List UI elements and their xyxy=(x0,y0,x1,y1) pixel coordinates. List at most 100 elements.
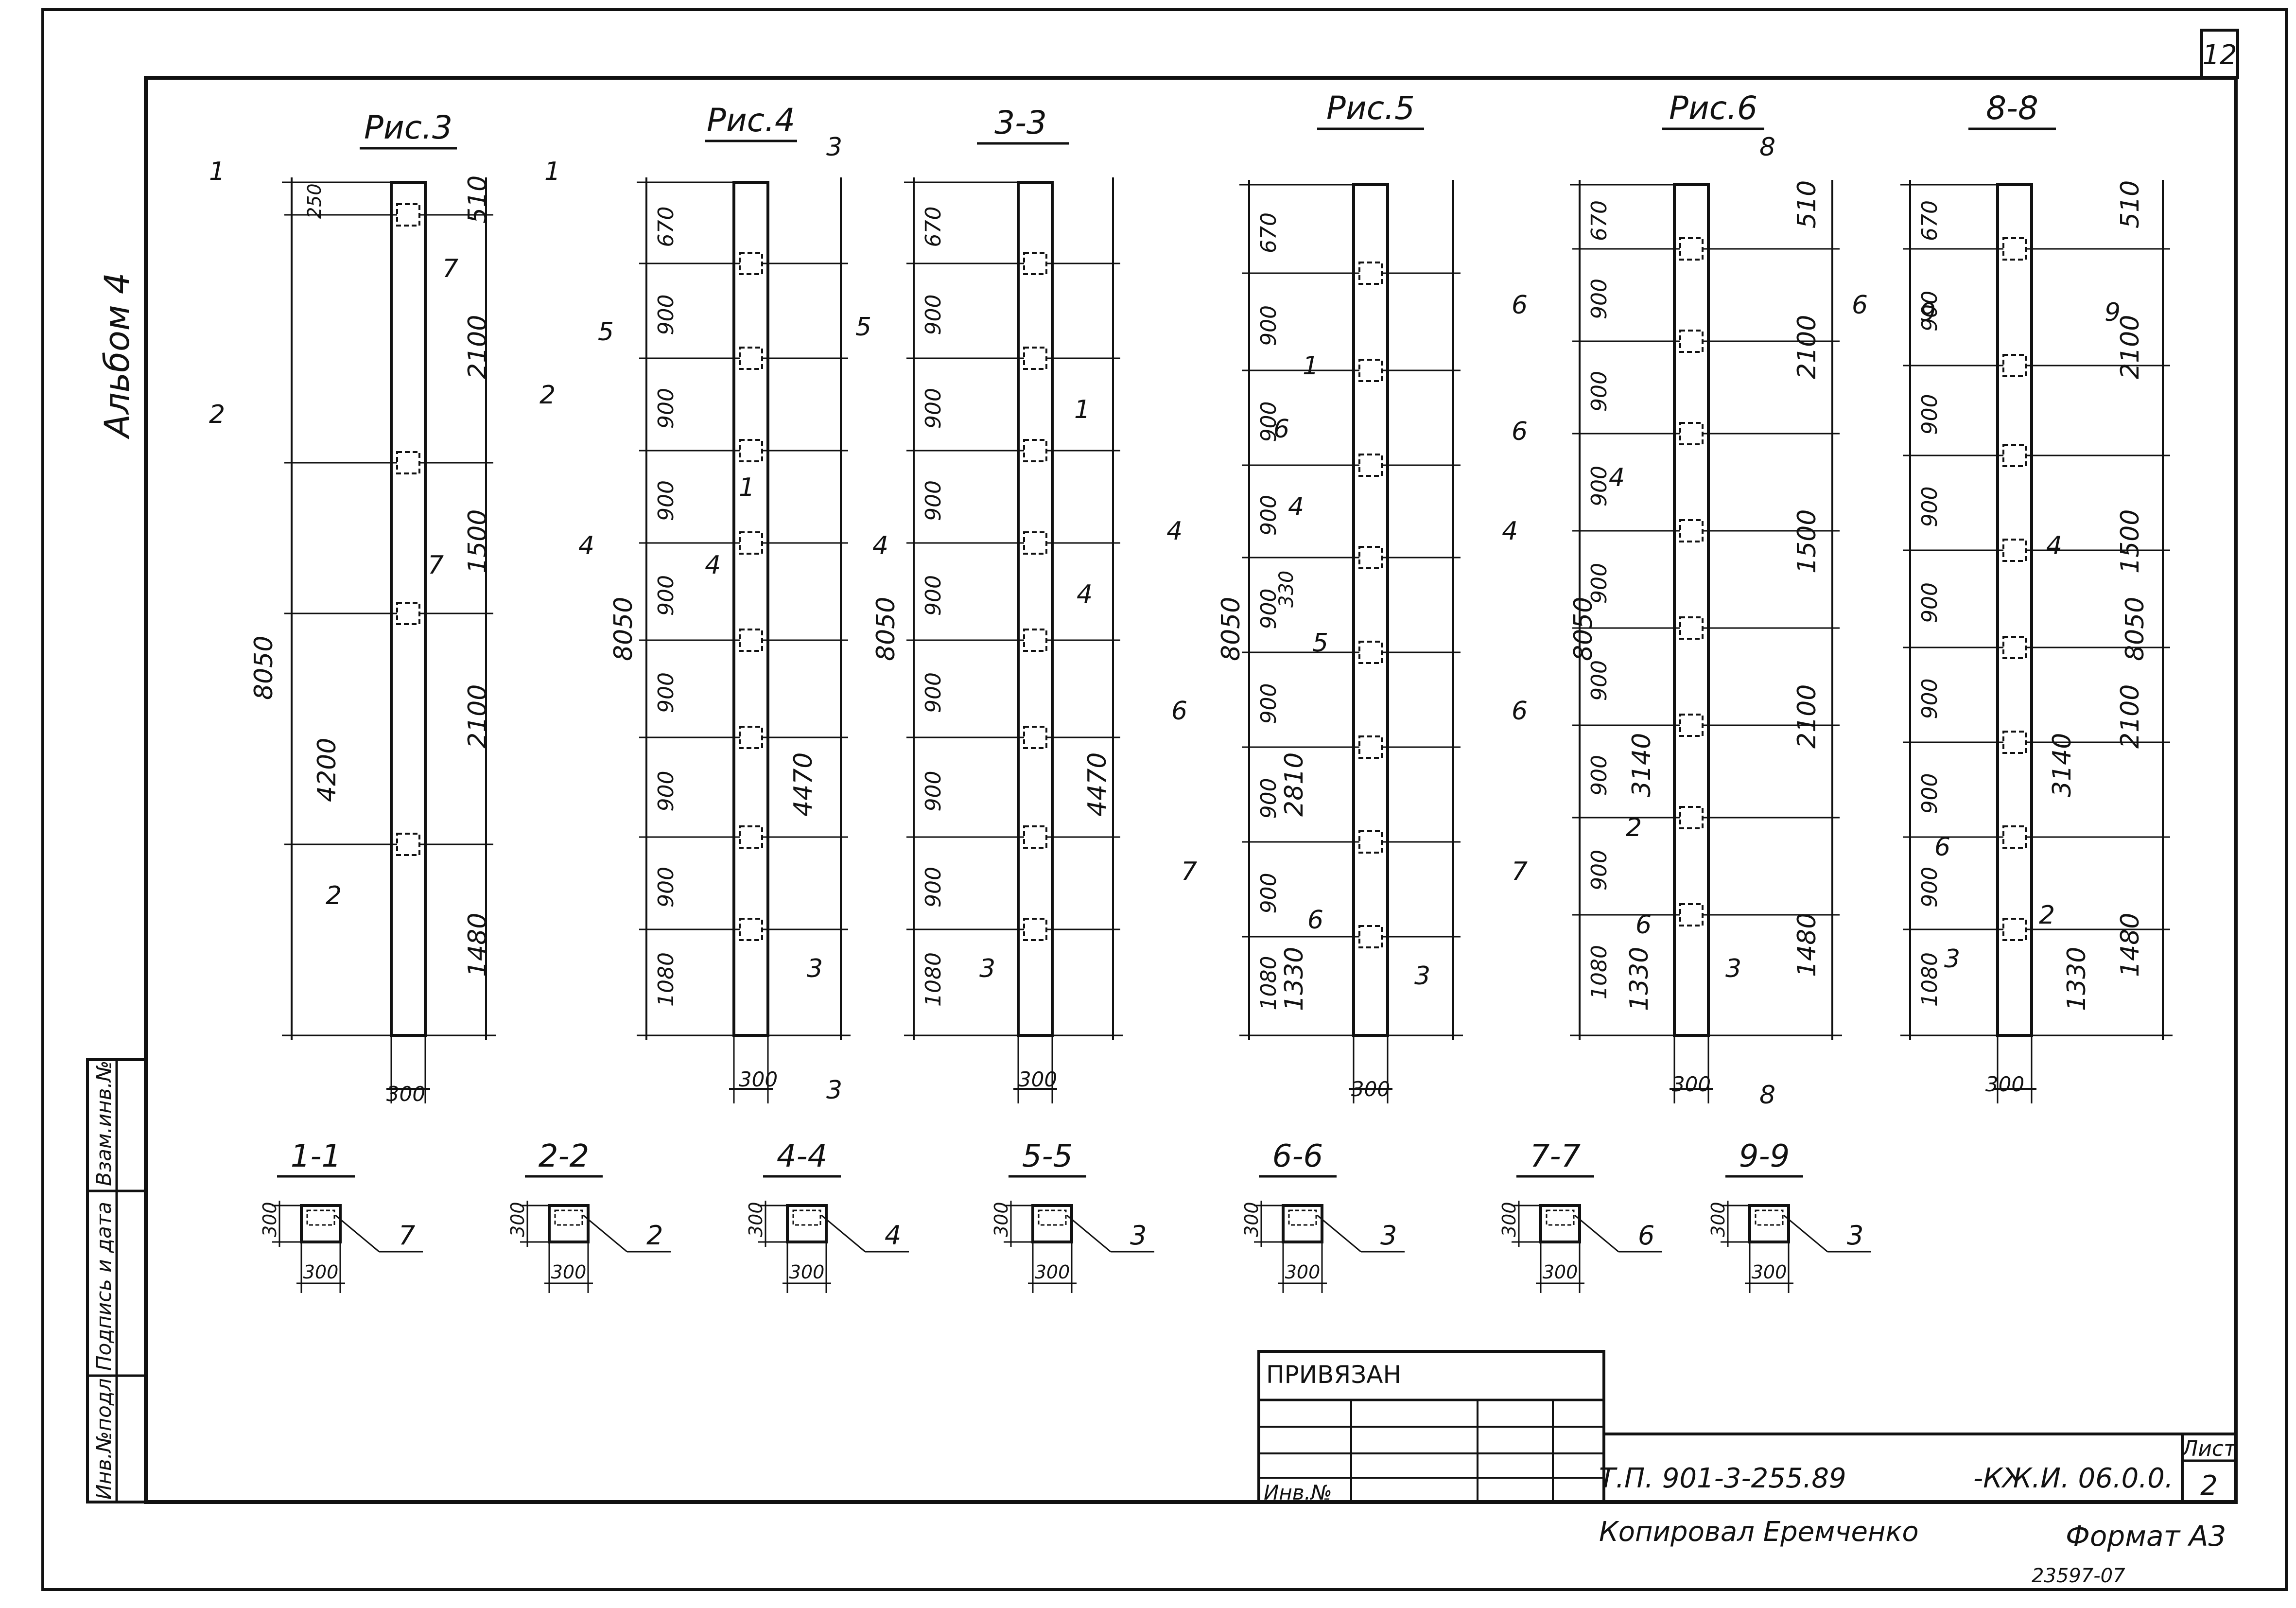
section-height-label: 300 xyxy=(1707,1202,1729,1237)
section-width-label: 300 xyxy=(1752,1261,1787,1283)
section-pos-label: 4 xyxy=(885,1220,901,1251)
fig3-dim-250: 250 xyxy=(304,183,325,219)
fig3-cut-2-right: 2 xyxy=(539,381,556,410)
fig5-embed-plate xyxy=(1358,454,1383,477)
fig3-dim-510: 510 xyxy=(463,175,492,224)
fig3-cut-2-left: 2 xyxy=(209,400,225,429)
sec33-embed-plate xyxy=(1023,252,1047,275)
sec33-pitch-label: 900 xyxy=(921,575,946,616)
fig4-cut-3-bottom: 3 xyxy=(826,1076,842,1105)
inner-frame xyxy=(144,76,2238,1504)
fig5-pitch-label: 900 xyxy=(1256,495,1281,536)
sec88-dim-1330: 1330 xyxy=(2062,947,2091,1011)
fig6-dim-3140: 3140 xyxy=(1627,733,1656,797)
side-stamp-sign-date: Подпись и дата xyxy=(92,1202,116,1371)
sec88-embed-plate xyxy=(2002,918,2027,941)
section-outline xyxy=(300,1204,342,1243)
section-width-label: 300 xyxy=(303,1261,339,1283)
fig4-pitch-label: 900 xyxy=(654,388,678,429)
format-label: Формат А3 xyxy=(2066,1520,2226,1553)
sec88-embed-plate xyxy=(2002,731,2027,754)
section-title: 6-6 xyxy=(1272,1138,1323,1174)
sec33-annotations: 8050 4470 300 1 4 3 xyxy=(871,395,1112,1091)
fig4-embed-plate xyxy=(739,252,763,275)
fig5-cut-6b-left: 6 xyxy=(1171,697,1187,726)
fig4-embed-plate xyxy=(739,629,763,652)
fig6-dim-1500: 1500 xyxy=(1792,509,1822,574)
sec33-pitch-label: 900 xyxy=(921,771,946,812)
section-outline xyxy=(1282,1204,1323,1243)
fig5-pos-6: 6 xyxy=(1307,906,1323,935)
fig4-embed-plate xyxy=(739,439,763,462)
sec88-embed-plate xyxy=(2002,636,2027,659)
fig4-pos-3: 3 xyxy=(807,954,823,983)
fig6-pos-3: 3 xyxy=(1725,954,1741,983)
fig6-annotations: 8050 3140 1330 510 2100 1500 2100 1480 3… xyxy=(1512,133,1868,1110)
sec88-embed-plate xyxy=(2002,539,2027,562)
fig6-pitch-label: 1080 xyxy=(1587,945,1612,999)
fig5-embed-plate xyxy=(1358,830,1383,854)
outer-frame xyxy=(41,8,2288,1591)
sec33-pitch-label: 670 xyxy=(921,207,946,247)
fig4-pitch-label: 670 xyxy=(654,207,678,247)
section-plate xyxy=(554,1209,583,1226)
sec33-embed-plate xyxy=(1023,347,1047,370)
fig3-pos-7a: 7 xyxy=(442,254,458,283)
sec33-embed-plate xyxy=(1023,439,1047,462)
section-outline xyxy=(1031,1204,1073,1243)
fig5-embed-plate xyxy=(1358,262,1383,285)
fig6-embed-plate xyxy=(1679,422,1704,445)
sec88-embed-plate xyxy=(2002,354,2027,377)
fig6-title: Рис.6 xyxy=(1669,89,1757,127)
sec88-pos-3: 3 xyxy=(1944,944,1960,974)
fig6-embed-plate xyxy=(1679,616,1704,640)
fig5-pitch-label: 900 xyxy=(1256,873,1281,914)
fig6-pitch-label: 900 xyxy=(1587,466,1612,507)
sec88-dim-1480: 1480 xyxy=(2116,913,2145,977)
fig6-cut-6-right: 6 xyxy=(1852,291,1868,320)
fig4-pos-4: 4 xyxy=(705,551,721,580)
fig6-cut-8-top: 8 xyxy=(1759,133,1775,162)
fig5-title: Рис.5 xyxy=(1326,89,1415,127)
fig6-embed-plate xyxy=(1679,330,1704,353)
fig4-cut-3-top: 3 xyxy=(826,133,842,162)
sec88-annotations: 8050 3140 1330 510 2100 1500 2100 1480 3… xyxy=(1920,180,2150,1096)
fig4-pitch-label: 900 xyxy=(654,672,678,713)
fig3-embed-plate xyxy=(396,451,420,474)
fig5-cut-6b-right: 6 xyxy=(1512,697,1528,726)
doc-mark: -КЖ.И. 06.0.0. xyxy=(1973,1463,2174,1494)
sec88-dim-8050: 8050 xyxy=(2121,597,2150,661)
section-outline xyxy=(1539,1204,1581,1243)
fig6-dim-2100a: 2100 xyxy=(1792,315,1822,379)
section-title: 4-4 xyxy=(777,1138,828,1174)
stamp-code: 23597-07 xyxy=(2032,1565,2125,1587)
fig5-pitch-label: 900 xyxy=(1256,402,1281,442)
fig6-pos-4: 4 xyxy=(1609,463,1625,492)
sec33-pitch-label: 1080 xyxy=(921,952,946,1007)
fig4-cut-4-right: 4 xyxy=(872,531,888,560)
fig3-cut-1-left: 1 xyxy=(209,157,225,186)
sec88-pitch-label: 670 xyxy=(1917,200,1942,241)
page-number: 12 xyxy=(2202,39,2237,71)
column-elevations: 670 900 900 900 900 900 900 900 1080 670 900 900 900… xyxy=(282,177,2173,1103)
album-label: Альбом 4 xyxy=(97,273,137,439)
fig5-pitch-label: 900 xyxy=(1256,778,1281,819)
sec33-pos-3: 3 xyxy=(979,954,995,983)
fig3-dim-2100a: 2100 xyxy=(463,315,492,379)
title-block: ПРИВЯЗАН Инв.№ Т.П. 901-3-255.89 -КЖ.И. … xyxy=(1257,1350,2237,1587)
fig5-cut-6a-right: 6 xyxy=(1512,417,1528,446)
section-width-label: 300 xyxy=(1543,1261,1578,1283)
fig6-dim-510: 510 xyxy=(1792,180,1822,228)
sec88-pitch-label: 900 xyxy=(1917,773,1942,814)
fig4-pitch-label: 1080 xyxy=(654,952,678,1007)
fig5-dim-1330: 1330 xyxy=(1280,947,1309,1011)
fig6-pitch-label: 900 xyxy=(1587,755,1612,796)
fig6-pitch-label: 900 xyxy=(1587,850,1612,891)
section-height-label: 300 xyxy=(991,1202,1012,1237)
